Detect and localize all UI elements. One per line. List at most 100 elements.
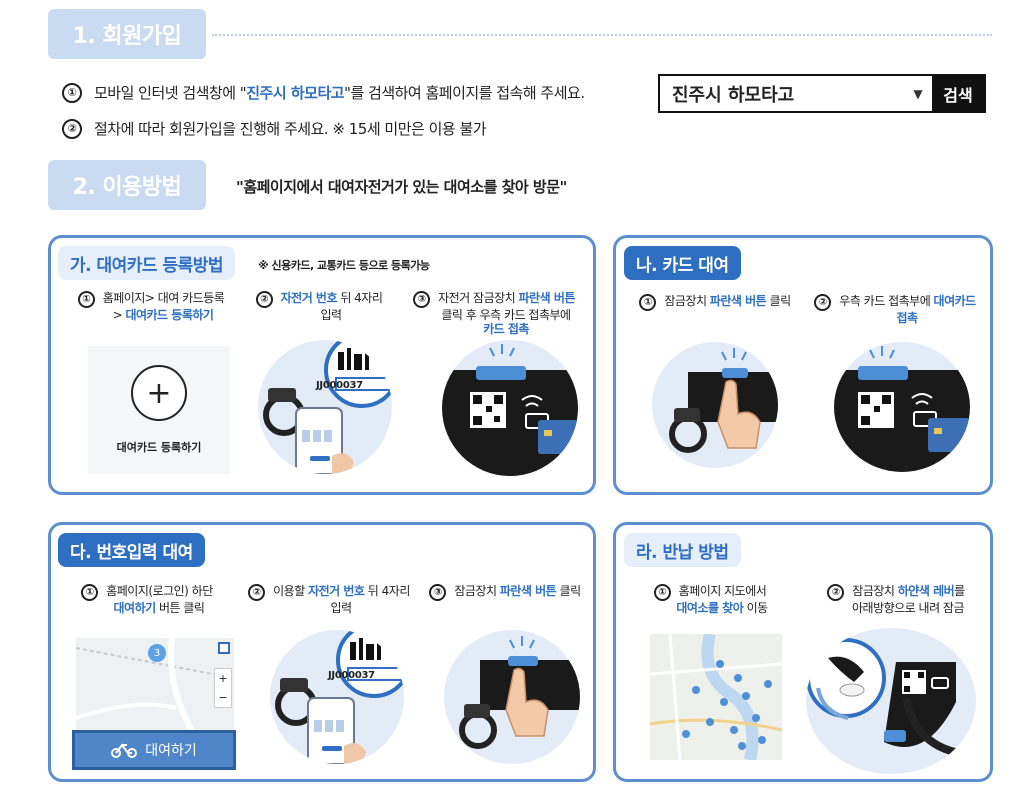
return-step-1: ① 홈페이지 지도에서 대여소를 찾아 이동 xyxy=(630,584,790,615)
signup-step-2: ② 절차에 따라 회원가입을 진행해 주세요. ※ 15세 미만은 이용 불가 xyxy=(62,118,487,139)
usage-section-badge: 2. 이용방법 xyxy=(48,160,206,210)
step-text-post: "를 검색하여 홈페이지를 접속해 주세요. xyxy=(344,84,585,102)
step-text-highlight: 자전거 번호 xyxy=(308,584,365,598)
card-register-step-3: ③ 자전거 잠금장치 파란색 버튼 클릭 후 우측 카드 접촉부에 카드 접촉 xyxy=(404,291,584,336)
step-text: 홈페이지(로그인) 하단 xyxy=(106,584,213,598)
lever-lock-icon xyxy=(806,638,967,758)
step-text-pre: 자전거 잠금장치 xyxy=(438,291,519,305)
step-text-highlight: 대여카드 xyxy=(933,294,977,308)
map-pin-icon[interactable]: 3 xyxy=(148,644,166,662)
card-register-title: 가. 대여카드 등록방법 xyxy=(58,246,236,280)
step-text-post: 클릭 xyxy=(766,294,792,308)
bike-number-illustration: JJ000037 xyxy=(258,340,392,474)
step-text-highlight: 하얀색 레버 xyxy=(897,584,955,598)
zoom-control[interactable]: + − xyxy=(214,668,232,708)
step-text-highlight: 파란색 버튼 xyxy=(499,584,557,598)
step-number: ① xyxy=(62,82,82,103)
step-text: 홈페이지> 대여 카드등록 xyxy=(102,291,225,305)
register-card-label: 대여카드 등록하기 xyxy=(116,441,202,454)
step-text-post: 클릭 xyxy=(556,584,582,598)
zoom-out-button[interactable]: − xyxy=(218,691,228,704)
map-layer-icon[interactable] xyxy=(218,642,230,654)
bike-lock-phone-icon xyxy=(275,630,404,764)
step-number: ① xyxy=(81,584,99,601)
number-rent-title: 다. 번호입력 대여 xyxy=(58,533,205,567)
signup-section-badge: 1. 회원가입 xyxy=(48,9,206,59)
step-text: 절차에 따라 회원가입을 진행해 주세요. ※ 15세 미만은 이용 불가 xyxy=(94,120,487,138)
step-text-line2: 입력 xyxy=(330,601,352,615)
return-map-preview[interactable] xyxy=(650,634,782,760)
step-text-line2: 입력 xyxy=(320,308,342,322)
step-number: ① xyxy=(653,584,671,601)
map-stations-icon xyxy=(650,634,782,760)
step-text-pre: 잠금장치 xyxy=(852,584,898,598)
step-text-highlight: 대여하기 xyxy=(113,601,157,615)
signup-step-1: ① 모바일 인터넷 검색창에 "진주시 하모타고"를 검색하여 홈페이지를 접속… xyxy=(62,82,585,103)
zoom-in-button[interactable]: + xyxy=(218,672,228,685)
step-text: 홈페이지 지도에서 xyxy=(678,584,767,598)
bike-number-illustration-2: JJ000037 xyxy=(270,630,404,764)
step-number: ① xyxy=(77,291,95,308)
usage-quote: "홈페이지에서 대여자전거가 있는 대여소를 찾아 방문" xyxy=(236,178,567,196)
search-box[interactable]: 진주시 하모타고 ▼ 검색 xyxy=(658,74,986,113)
card-rent-title: 나. 카드 대여 xyxy=(624,246,741,280)
step-text-pre: 우측 카드 접촉부에 xyxy=(839,294,934,308)
lever-lock-illustration xyxy=(806,628,976,774)
card-rent-step-1: ① 잠금장치 파란색 버튼 클릭 xyxy=(630,294,800,311)
search-button[interactable]: 검색 xyxy=(932,76,984,111)
press-button-illustration xyxy=(652,342,778,468)
dropdown-arrow-icon[interactable]: ▼ xyxy=(913,86,923,101)
press-button-illustration-2 xyxy=(444,630,580,764)
lock-illustration xyxy=(442,340,578,476)
step-number: ① xyxy=(639,294,657,311)
step-text-highlight: 대여카드 등록하기 xyxy=(125,308,214,322)
step-number: ② xyxy=(814,294,832,311)
step-number: ② xyxy=(62,118,82,139)
step-text-pre: 모바일 인터넷 검색창에 " xyxy=(94,84,247,102)
step-number: ③ xyxy=(413,291,431,308)
card-register-step-1: ① 홈페이지> 대여 카드등록 > 대여카드 등록하기 xyxy=(66,291,236,322)
step-text-highlight: 파란색 버튼 xyxy=(518,291,576,305)
number-rent-step-2: ② 이용할 자전거 번호 뒤 4자리 입력 xyxy=(244,584,414,615)
step-text-line2: 클릭 후 우측 카드 접촉부에 xyxy=(441,308,571,322)
step-text-post: 뒤 4자리 xyxy=(337,291,383,305)
card-touch-illustration xyxy=(834,342,970,472)
rent-button-label: 대여하기 xyxy=(145,743,197,759)
bike-lock-phone-icon xyxy=(263,340,392,474)
step-text-post: 뒤 4자리 xyxy=(364,584,411,598)
signup-divider xyxy=(212,34,992,36)
step-text-pre: 잠금장치 xyxy=(664,294,710,308)
step-text-highlight: 자전거 번호 xyxy=(280,291,338,305)
bike-code-label: JJ000037 xyxy=(316,380,363,391)
step-number: ② xyxy=(827,584,845,601)
hand-press-icon xyxy=(669,348,778,453)
step-text-line2: 접촉 xyxy=(896,311,918,325)
step-text-highlight: 진주시 하모타고 xyxy=(246,84,345,102)
rent-map-preview[interactable]: 3 + − xyxy=(76,638,234,738)
number-rent-step-1: ① 홈페이지(로그인) 하단 대여하기 버튼 클릭 xyxy=(62,584,232,615)
bicycle-icon xyxy=(111,743,138,758)
card-register-step-2: ② 자전거 번호 뒤 4자리 입력 xyxy=(244,291,394,322)
step-text-post: 이동 xyxy=(743,601,769,615)
step-text-line2: 아래방향으로 내려 잠금 xyxy=(851,601,965,615)
step-text-highlight: 파란색 버튼 xyxy=(709,294,767,308)
lock-device-icon xyxy=(442,344,578,476)
bike-code-label: JJ000037 xyxy=(328,670,375,681)
register-card-preview[interactable]: + 대여카드 등록하기 xyxy=(88,346,230,474)
return-title: 라. 반납 방법 xyxy=(624,533,741,567)
hand-press-icon xyxy=(459,636,580,749)
rent-button[interactable]: 대여하기 xyxy=(72,730,236,770)
card-register-note: ※ 신용카드, 교통카드 등으로 등록가능 xyxy=(258,259,430,272)
step-text-post: 버튼 클릭 xyxy=(155,601,205,615)
search-input[interactable]: 진주시 하모타고 xyxy=(660,76,904,111)
step-text-pre: 이용할 xyxy=(273,584,309,598)
step-number: ② xyxy=(255,291,273,308)
step-text-pre: > xyxy=(112,308,126,322)
step-text-line3: 카드 접촉 xyxy=(483,322,529,336)
step-number: ② xyxy=(248,584,266,601)
step-text-highlight: 대여소를 찾아 xyxy=(676,601,744,615)
plus-icon[interactable]: + xyxy=(131,365,187,421)
lock-device-icon xyxy=(834,346,970,472)
